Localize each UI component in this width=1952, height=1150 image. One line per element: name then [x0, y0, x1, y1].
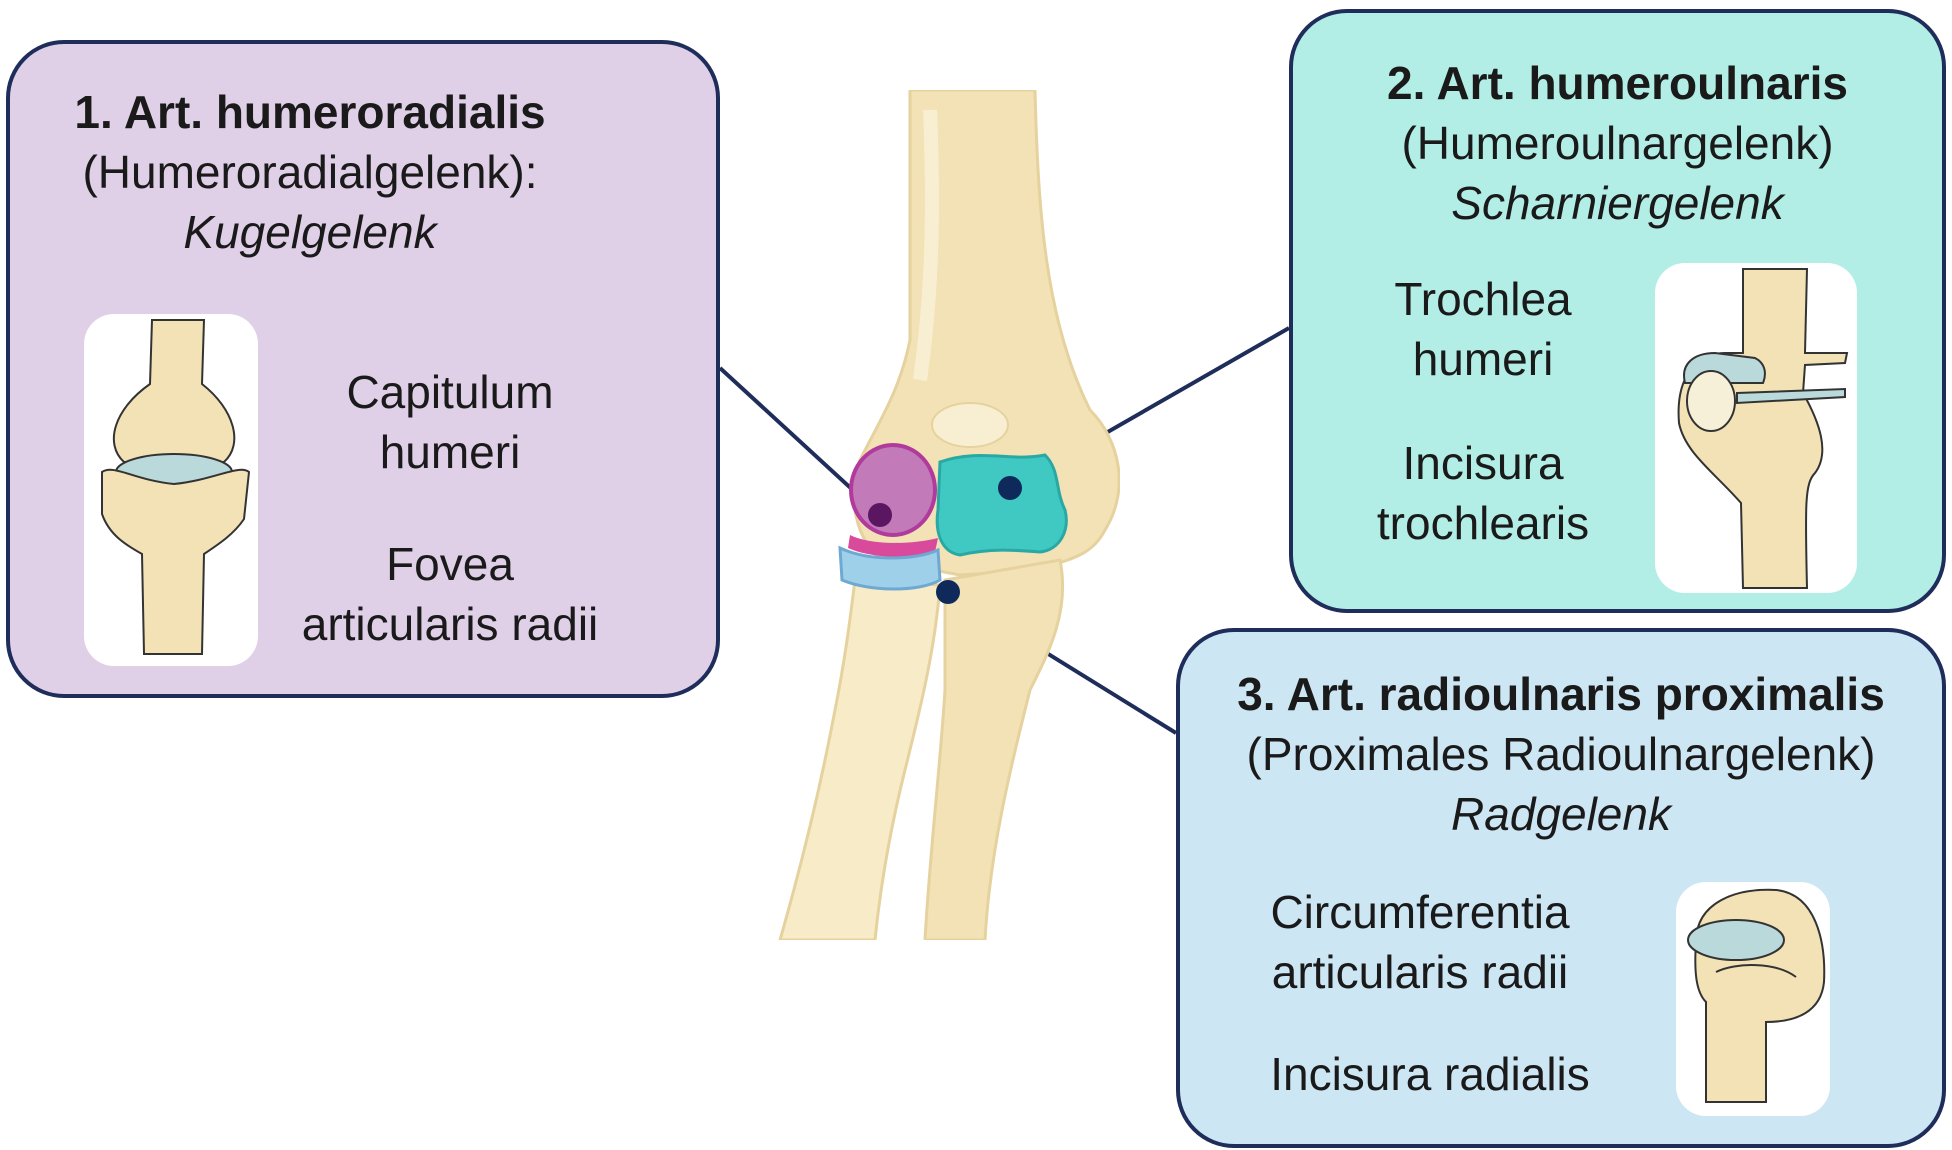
ball-joint-icon	[101, 319, 251, 655]
joint1-surface-a-line2: humeri	[379, 426, 521, 478]
joint-card-humeroradialis: 1. Art. humeroradialis (Humeroradialgele…	[6, 40, 720, 698]
joint3-title: 3. Art. radioulnaris proximalis	[1237, 668, 1885, 720]
joint2-schematic-card	[1655, 263, 1857, 593]
joint1-title: 1. Art. humeroradialis	[74, 86, 546, 138]
joint1-surface-b-line1: Fovea	[386, 538, 514, 590]
radioulnar-highlight	[838, 545, 942, 591]
joint3-surface-a-line1: Circumferentia	[1270, 886, 1570, 938]
elbow-joint-illustration	[778, 90, 1120, 940]
joint-card-humeroulnaris: 2. Art. humeroulnaris (Humeroulnargelenk…	[1289, 9, 1946, 613]
joint-card-radioulnaris-proximalis: 3. Art. radioulnaris proximalis (Proxima…	[1176, 628, 1946, 1148]
joint1-surface-a-line1: Capitulum	[346, 366, 554, 418]
joint1-german-name: (Humeroradialgelenk):	[82, 146, 538, 198]
pivot-joint-icon	[1687, 888, 1826, 1103]
ulna-bone	[923, 558, 1065, 940]
joint3-surface-a-line2: articularis radii	[1271, 946, 1569, 998]
joint3-german-name: (Proximales Radioulnargelenk)	[1246, 728, 1876, 780]
joint3-surface-b: Incisura radialis	[1270, 1048, 1590, 1100]
joint3-schematic-card	[1676, 882, 1830, 1116]
joint2-german-name: (Humeroulnargelenk)	[1401, 117, 1834, 169]
joint1-surface-b-line2: articularis radii	[301, 598, 599, 650]
joint1-schematic-card	[84, 314, 258, 666]
humeroradial-highlight	[849, 443, 937, 537]
joint2-surface-a-line1: Trochlea	[1394, 273, 1572, 325]
joint2-surface-b-line2: trochlearis	[1376, 497, 1590, 549]
joint2-surface-b-line1: Incisura	[1402, 437, 1564, 489]
joint2-type: Scharniergelenk	[1451, 177, 1784, 229]
hinge-joint-icon	[1677, 268, 1849, 589]
marker-dot-1	[868, 503, 892, 527]
humeroulnar-highlight	[935, 453, 1068, 557]
joint3-type: Radgelenk	[1451, 788, 1671, 840]
joint2-title: 2. Art. humeroulnaris	[1387, 57, 1848, 109]
marker-dot-2	[998, 476, 1022, 500]
radius-bone	[778, 578, 942, 940]
joint1-type: Kugelgelenk	[183, 206, 437, 258]
marker-dot-3	[936, 580, 960, 604]
joint2-surface-a-line2: humeri	[1412, 333, 1554, 385]
